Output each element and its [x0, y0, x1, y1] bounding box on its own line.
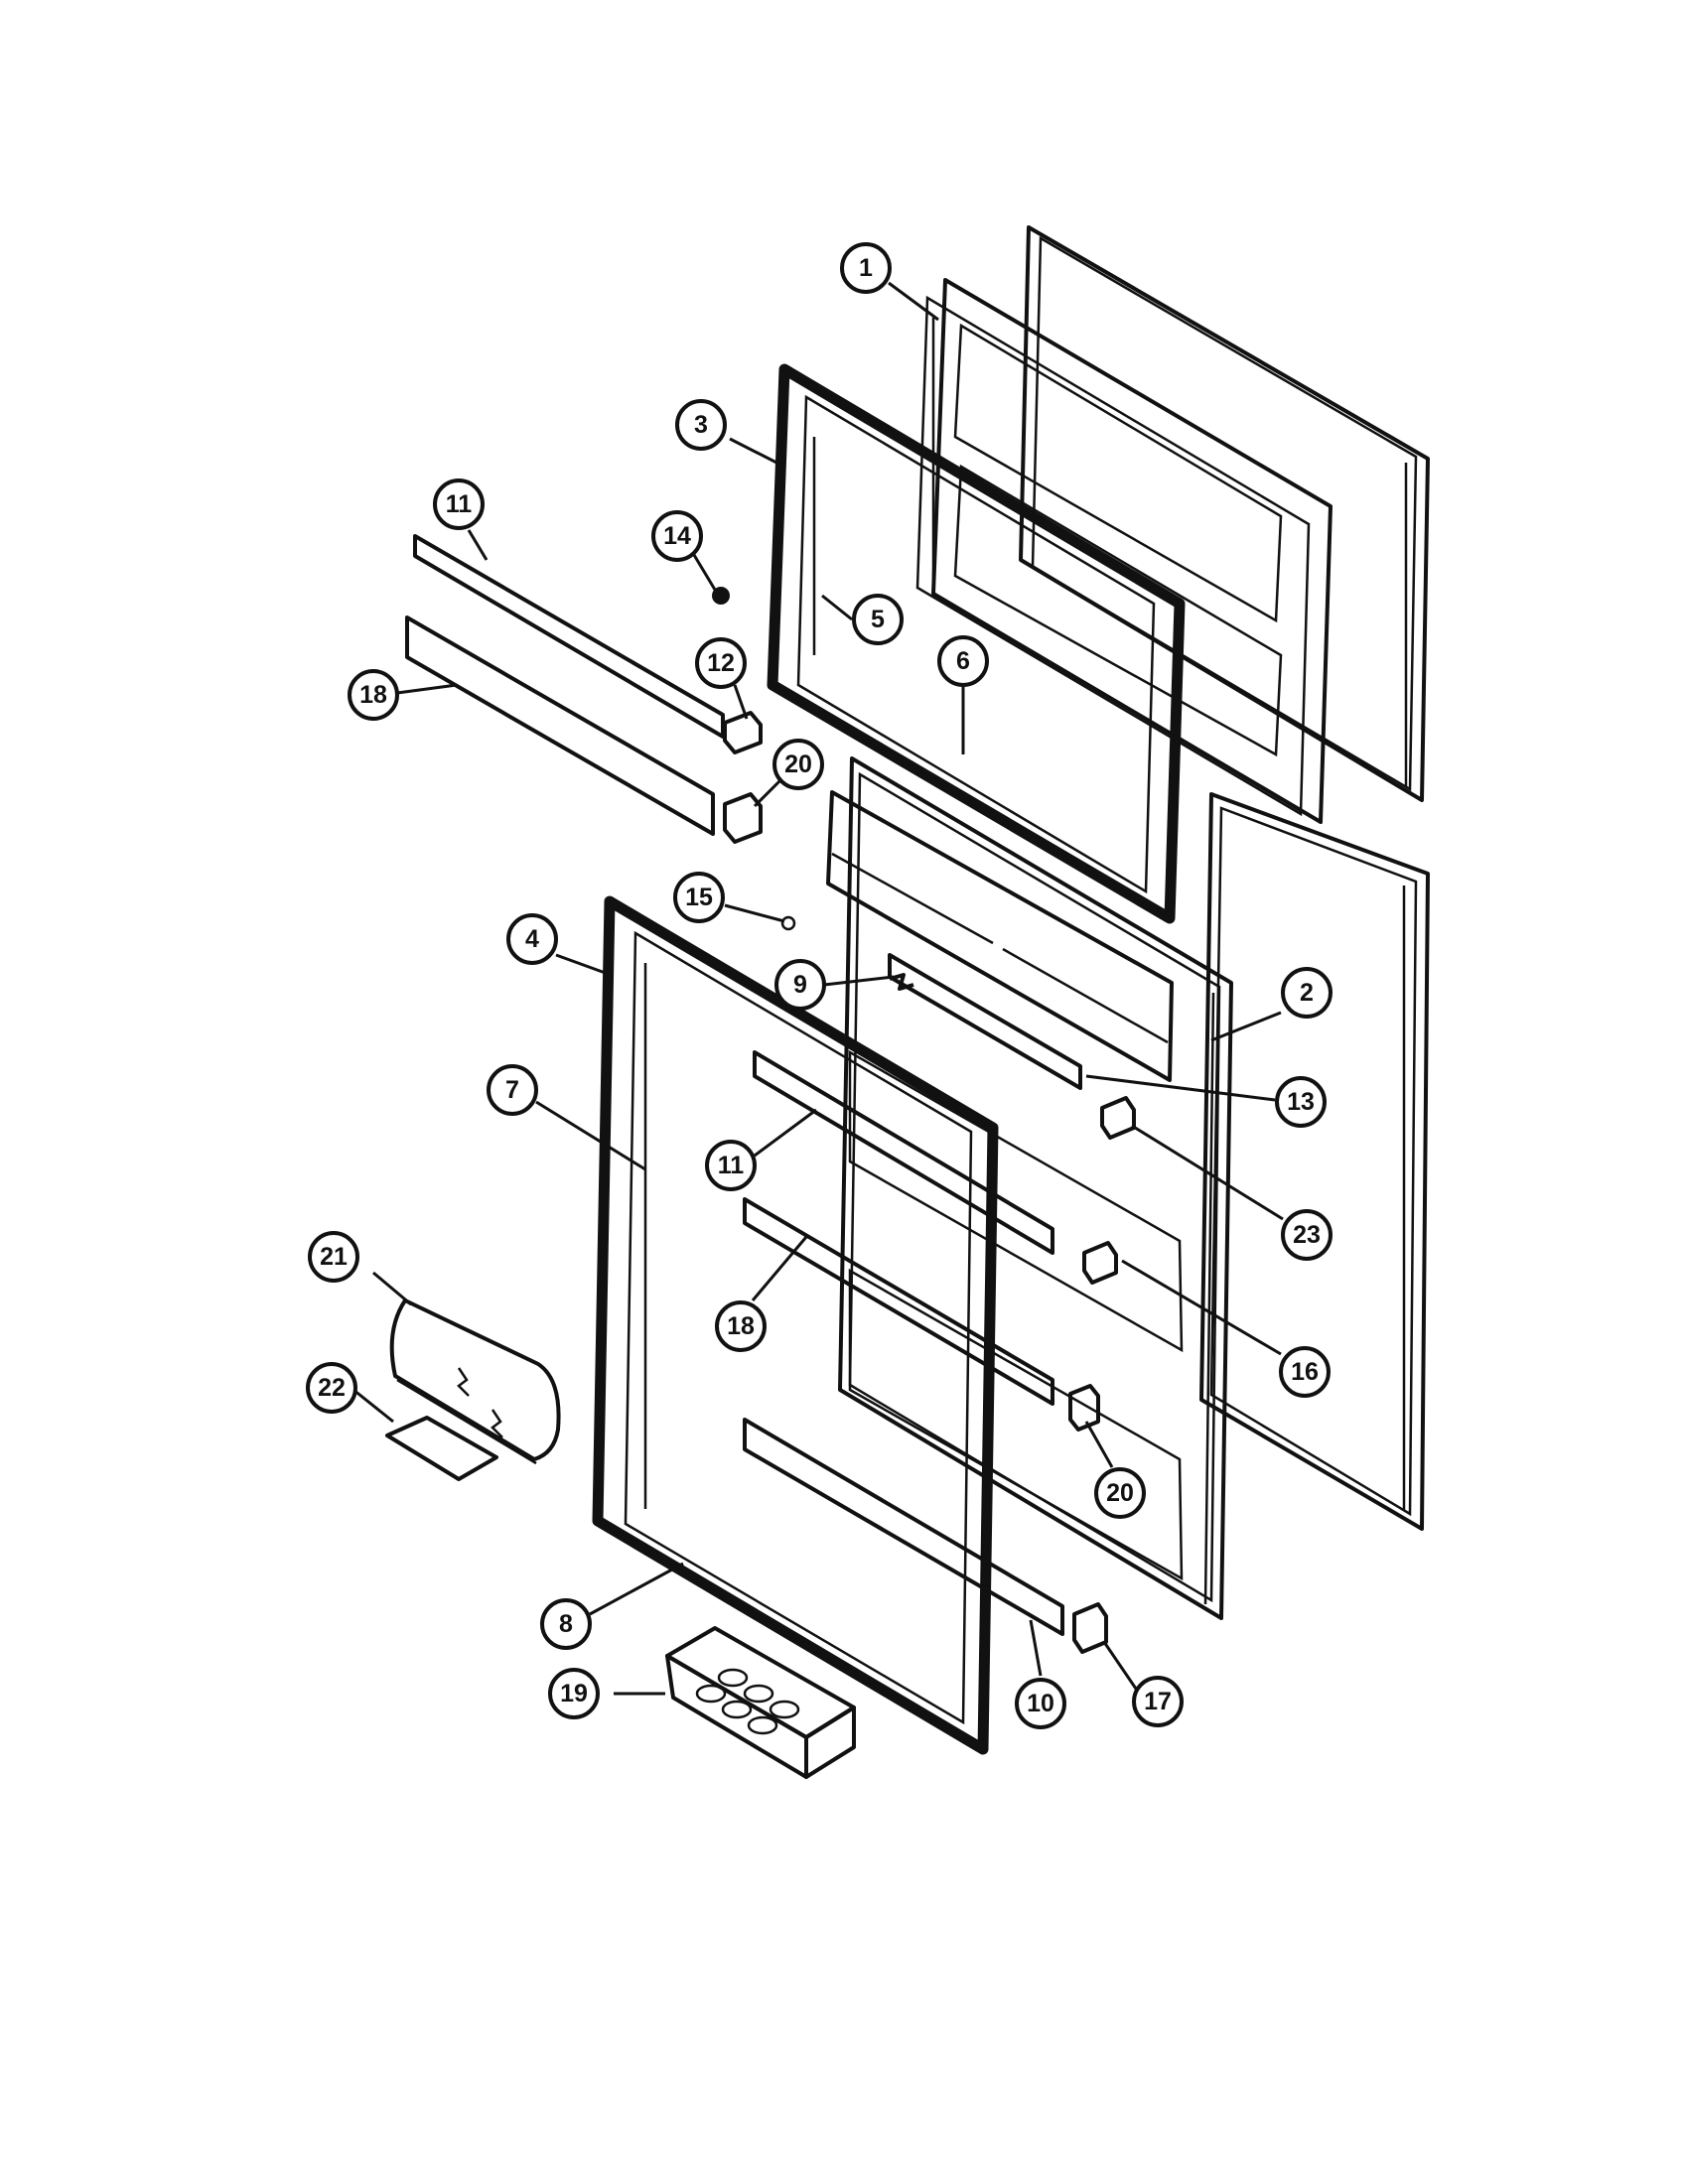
callout-11b-label: 11 — [718, 1152, 745, 1179]
fresh-food-door-outer-panel — [1199, 792, 1430, 1531]
callout-10: 10 — [1015, 1678, 1066, 1729]
dairy-door-21 — [389, 1298, 561, 1465]
callout-23: 23 — [1281, 1209, 1333, 1261]
stop-9 — [889, 973, 914, 991]
callout-13: 13 — [1275, 1076, 1327, 1128]
freezer-door-gasket — [767, 363, 1186, 924]
callout-7-label: 7 — [505, 1076, 519, 1104]
plug-15 — [780, 915, 796, 931]
callout-4-label: 4 — [525, 925, 539, 953]
shelf-bar-11-lower — [753, 1050, 1054, 1255]
freezer-door-outer-panel — [1019, 225, 1430, 802]
leader-lines — [352, 281, 1284, 1696]
callout-20a-label: 20 — [784, 751, 812, 778]
callout-9: 9 — [774, 959, 826, 1011]
callout-11a: 11 — [433, 478, 485, 530]
callout-15-label: 15 — [685, 884, 713, 911]
callout-14-label: 14 — [663, 522, 691, 550]
callout-16: 16 — [1279, 1346, 1331, 1398]
shelf-bar-18-upper — [405, 615, 715, 836]
fresh-food-door-liner — [826, 756, 1233, 1620]
end-cap-20-lower — [1068, 1384, 1100, 1432]
callout-18a-label: 18 — [359, 681, 387, 709]
plug-14 — [712, 587, 730, 605]
callout-23-label: 23 — [1293, 1221, 1321, 1249]
shelf-bar-10 — [743, 1418, 1064, 1636]
callout-2: 2 — [1281, 967, 1333, 1019]
shelf-bar-11-upper — [413, 534, 725, 739]
callout-5: 5 — [852, 594, 904, 645]
callout-16-label: 16 — [1291, 1358, 1319, 1386]
callout-17-label: 17 — [1144, 1688, 1172, 1715]
callout-21-label: 21 — [320, 1243, 348, 1271]
callout-20b-label: 20 — [1106, 1479, 1134, 1507]
callout-15: 15 — [673, 872, 725, 923]
end-cap-12 — [723, 711, 763, 754]
callout-8: 8 — [540, 1598, 592, 1650]
callout-22: 22 — [306, 1362, 357, 1414]
callout-9-label: 9 — [793, 971, 807, 999]
callout-19-label: 19 — [560, 1680, 588, 1707]
fresh-food-door-gasket — [592, 895, 999, 1755]
egg-bin-19 — [665, 1626, 856, 1779]
callouts: 1 2 3 4 5 6 7 8 9 10 11 11 12 13 14 15 1… — [306, 242, 1333, 1729]
callout-2-label: 2 — [1300, 979, 1314, 1007]
end-cap-16 — [1082, 1241, 1118, 1285]
callout-13-label: 13 — [1287, 1088, 1315, 1116]
callout-14: 14 — [651, 510, 703, 562]
callout-6: 6 — [937, 635, 989, 687]
callout-20b: 20 — [1094, 1467, 1146, 1519]
callout-7: 7 — [487, 1064, 538, 1116]
callout-5-label: 5 — [871, 606, 885, 633]
shelf-bar-18-lower — [743, 1197, 1054, 1406]
callout-6-label: 6 — [956, 647, 970, 675]
end-cap-20-upper — [723, 792, 763, 844]
dairy-tray-22 — [385, 1416, 498, 1481]
callout-3: 3 — [675, 399, 727, 451]
end-cap-17 — [1072, 1602, 1108, 1654]
callout-12-label: 12 — [707, 649, 735, 677]
callout-4: 4 — [506, 913, 558, 965]
callout-18b: 18 — [715, 1300, 767, 1352]
callout-1-label: 1 — [859, 254, 873, 282]
callout-3-label: 3 — [694, 411, 708, 439]
callout-11a-label: 11 — [446, 490, 473, 518]
callout-18b-label: 18 — [727, 1312, 755, 1340]
callout-21: 21 — [308, 1231, 359, 1283]
callout-19: 19 — [548, 1668, 600, 1719]
callout-18a: 18 — [348, 669, 399, 721]
callout-12: 12 — [695, 637, 747, 689]
callout-11b: 11 — [705, 1140, 757, 1191]
callout-1: 1 — [840, 242, 892, 294]
callout-10-label: 10 — [1027, 1690, 1054, 1717]
callout-22-label: 22 — [318, 1374, 346, 1402]
callout-20a: 20 — [772, 739, 824, 790]
callout-17: 17 — [1132, 1676, 1184, 1727]
shelf-bar-13 — [888, 953, 1082, 1090]
callout-8-label: 8 — [559, 1610, 573, 1638]
freezer-door-liner — [915, 278, 1333, 824]
end-cap-23 — [1100, 1096, 1136, 1140]
